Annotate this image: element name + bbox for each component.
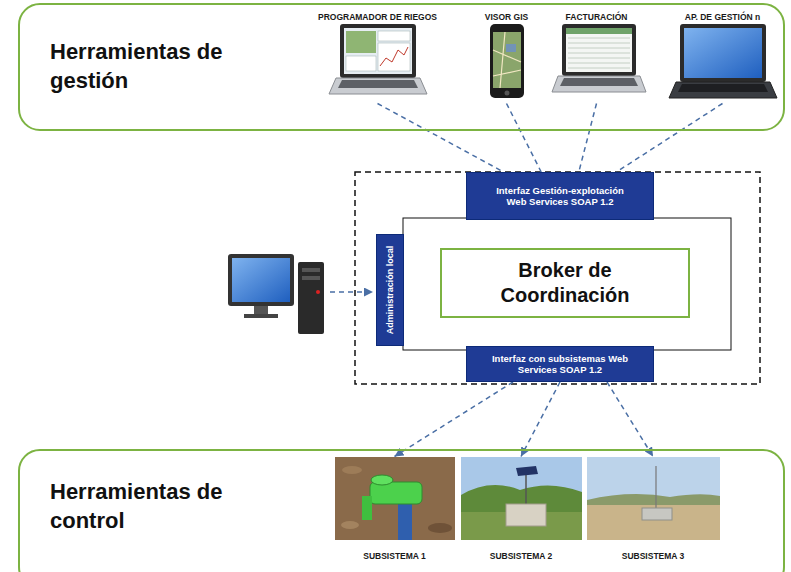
laptop-screen: [566, 28, 632, 72]
screen-header: [566, 28, 632, 34]
screen-chart: [380, 47, 408, 66]
dashed-connector: [607, 382, 653, 457]
phone-screen: [493, 32, 521, 88]
drive-slot: [302, 276, 320, 280]
device-label: PROGRAMADOR DE RIEGOS: [318, 12, 437, 23]
screen-window: [378, 43, 410, 71]
tool-band: Herramientas de gestión PROGRAMADOR DE RI…: [18, 3, 785, 131]
soil-ground: [335, 457, 455, 540]
sky: [461, 457, 582, 540]
subsystem-node: SUBSISTEMA 1: [335, 457, 455, 565]
device-label: FACTURACIÓN: [566, 12, 628, 23]
phone-icon: [490, 24, 524, 98]
device-node: VISOR GIS: [476, 6, 538, 104]
map-parcel: [506, 44, 516, 52]
green-hills: [461, 485, 582, 540]
inner-frame: [403, 218, 731, 350]
solar-panel: [516, 466, 538, 476]
laptop-base: [552, 76, 646, 92]
laptop-frame: [340, 24, 416, 78]
laptop-frame: [680, 24, 766, 82]
bar-text: Interfaz con subsistemas Web Services SO…: [490, 353, 630, 376]
dashed-connector: [378, 104, 504, 173]
screen-map: [346, 31, 376, 53]
sky: [587, 457, 720, 540]
control-box: [642, 508, 672, 520]
field-photo: [335, 457, 455, 540]
laptop-frame: [562, 24, 636, 76]
laptop-keyboard: [338, 80, 418, 88]
interface-bar: Interfaz con subsistemas Web Services SO…: [466, 346, 654, 382]
device-label: VISOR GIS: [485, 12, 528, 23]
laptop-screen: [684, 28, 762, 78]
monitor-screen: [232, 258, 290, 302]
screen-table: [568, 38, 630, 68]
laptop-icon: [552, 24, 646, 92]
control-box: [506, 504, 546, 526]
pc-tower: [298, 262, 324, 334]
admin-bar: Administración local: [376, 234, 404, 346]
hydrant-top: [371, 475, 393, 485]
device-node: PROGRAMADOR DE RIEGOS: [313, 6, 443, 104]
hydrant-body: [370, 482, 422, 504]
soil-clod: [428, 523, 452, 533]
hydrant-leg: [362, 496, 372, 520]
interface-bar: Interfaz Gestión-explotación Web Service…: [466, 172, 654, 220]
drive-slot: [302, 268, 320, 272]
laptop-icon: [669, 24, 777, 98]
monitor-stand: [254, 306, 268, 314]
monitor-frame: [228, 254, 294, 306]
field-photo: [587, 457, 720, 540]
photo-label: SUBSISTEMA 2: [490, 551, 553, 565]
screen-window: [378, 31, 410, 41]
admin-link: [330, 291, 373, 293]
bar-text: Interfaz Gestión-explotación Web Service…: [490, 185, 630, 208]
distant-hills: [587, 494, 720, 540]
laptop-base: [329, 78, 427, 94]
laptop-keyboard: [678, 84, 768, 92]
monitor-base: [244, 314, 278, 318]
vbar-text: Administración local: [385, 238, 396, 342]
tool-band: Herramientas de controlSUBSISTEMA 1 SUBSI…: [18, 449, 785, 572]
screen-window: [346, 56, 376, 71]
photo-label: SUBSISTEMA 3: [622, 551, 685, 565]
map-roads: [493, 32, 521, 88]
soil-clod: [341, 521, 359, 529]
dry-field: [587, 505, 720, 540]
power-light: [316, 290, 320, 294]
phone-button: [505, 91, 510, 96]
field-photo: [461, 457, 582, 540]
device-label: AP. DE GESTIÓN n: [685, 12, 760, 23]
device-node: FACTURACIÓN: [551, 6, 643, 104]
subsystem-node: SUBSISTEMA 2: [461, 457, 582, 565]
laptop-icon: [329, 24, 427, 94]
dashed-connector: [521, 382, 560, 457]
device-node: AP. DE GESTIÓN n: [666, 6, 780, 104]
laptop-screen: [344, 28, 412, 74]
band-title: Herramientas de control: [50, 477, 225, 535]
band-title: Herramientas de gestión: [50, 37, 225, 95]
dashed-connector: [507, 104, 542, 173]
dashed-frame: [355, 172, 760, 384]
dashed-connector: [579, 104, 597, 173]
laptop-keyboard: [560, 78, 638, 86]
dashed-connector: [616, 104, 722, 173]
broker-box: Broker de Coordinación: [440, 248, 690, 318]
photo-label: SUBSISTEMA 1: [363, 551, 426, 565]
dashed-connector: [395, 382, 514, 457]
subsystem-node: SUBSISTEMA 3: [587, 457, 720, 565]
phone-body: [490, 24, 524, 98]
soil-clod: [342, 466, 362, 474]
broker-text: Broker de Coordinación: [478, 258, 653, 308]
computer-icon: [228, 254, 324, 334]
mast: [655, 466, 656, 510]
laptop-base: [669, 82, 777, 98]
